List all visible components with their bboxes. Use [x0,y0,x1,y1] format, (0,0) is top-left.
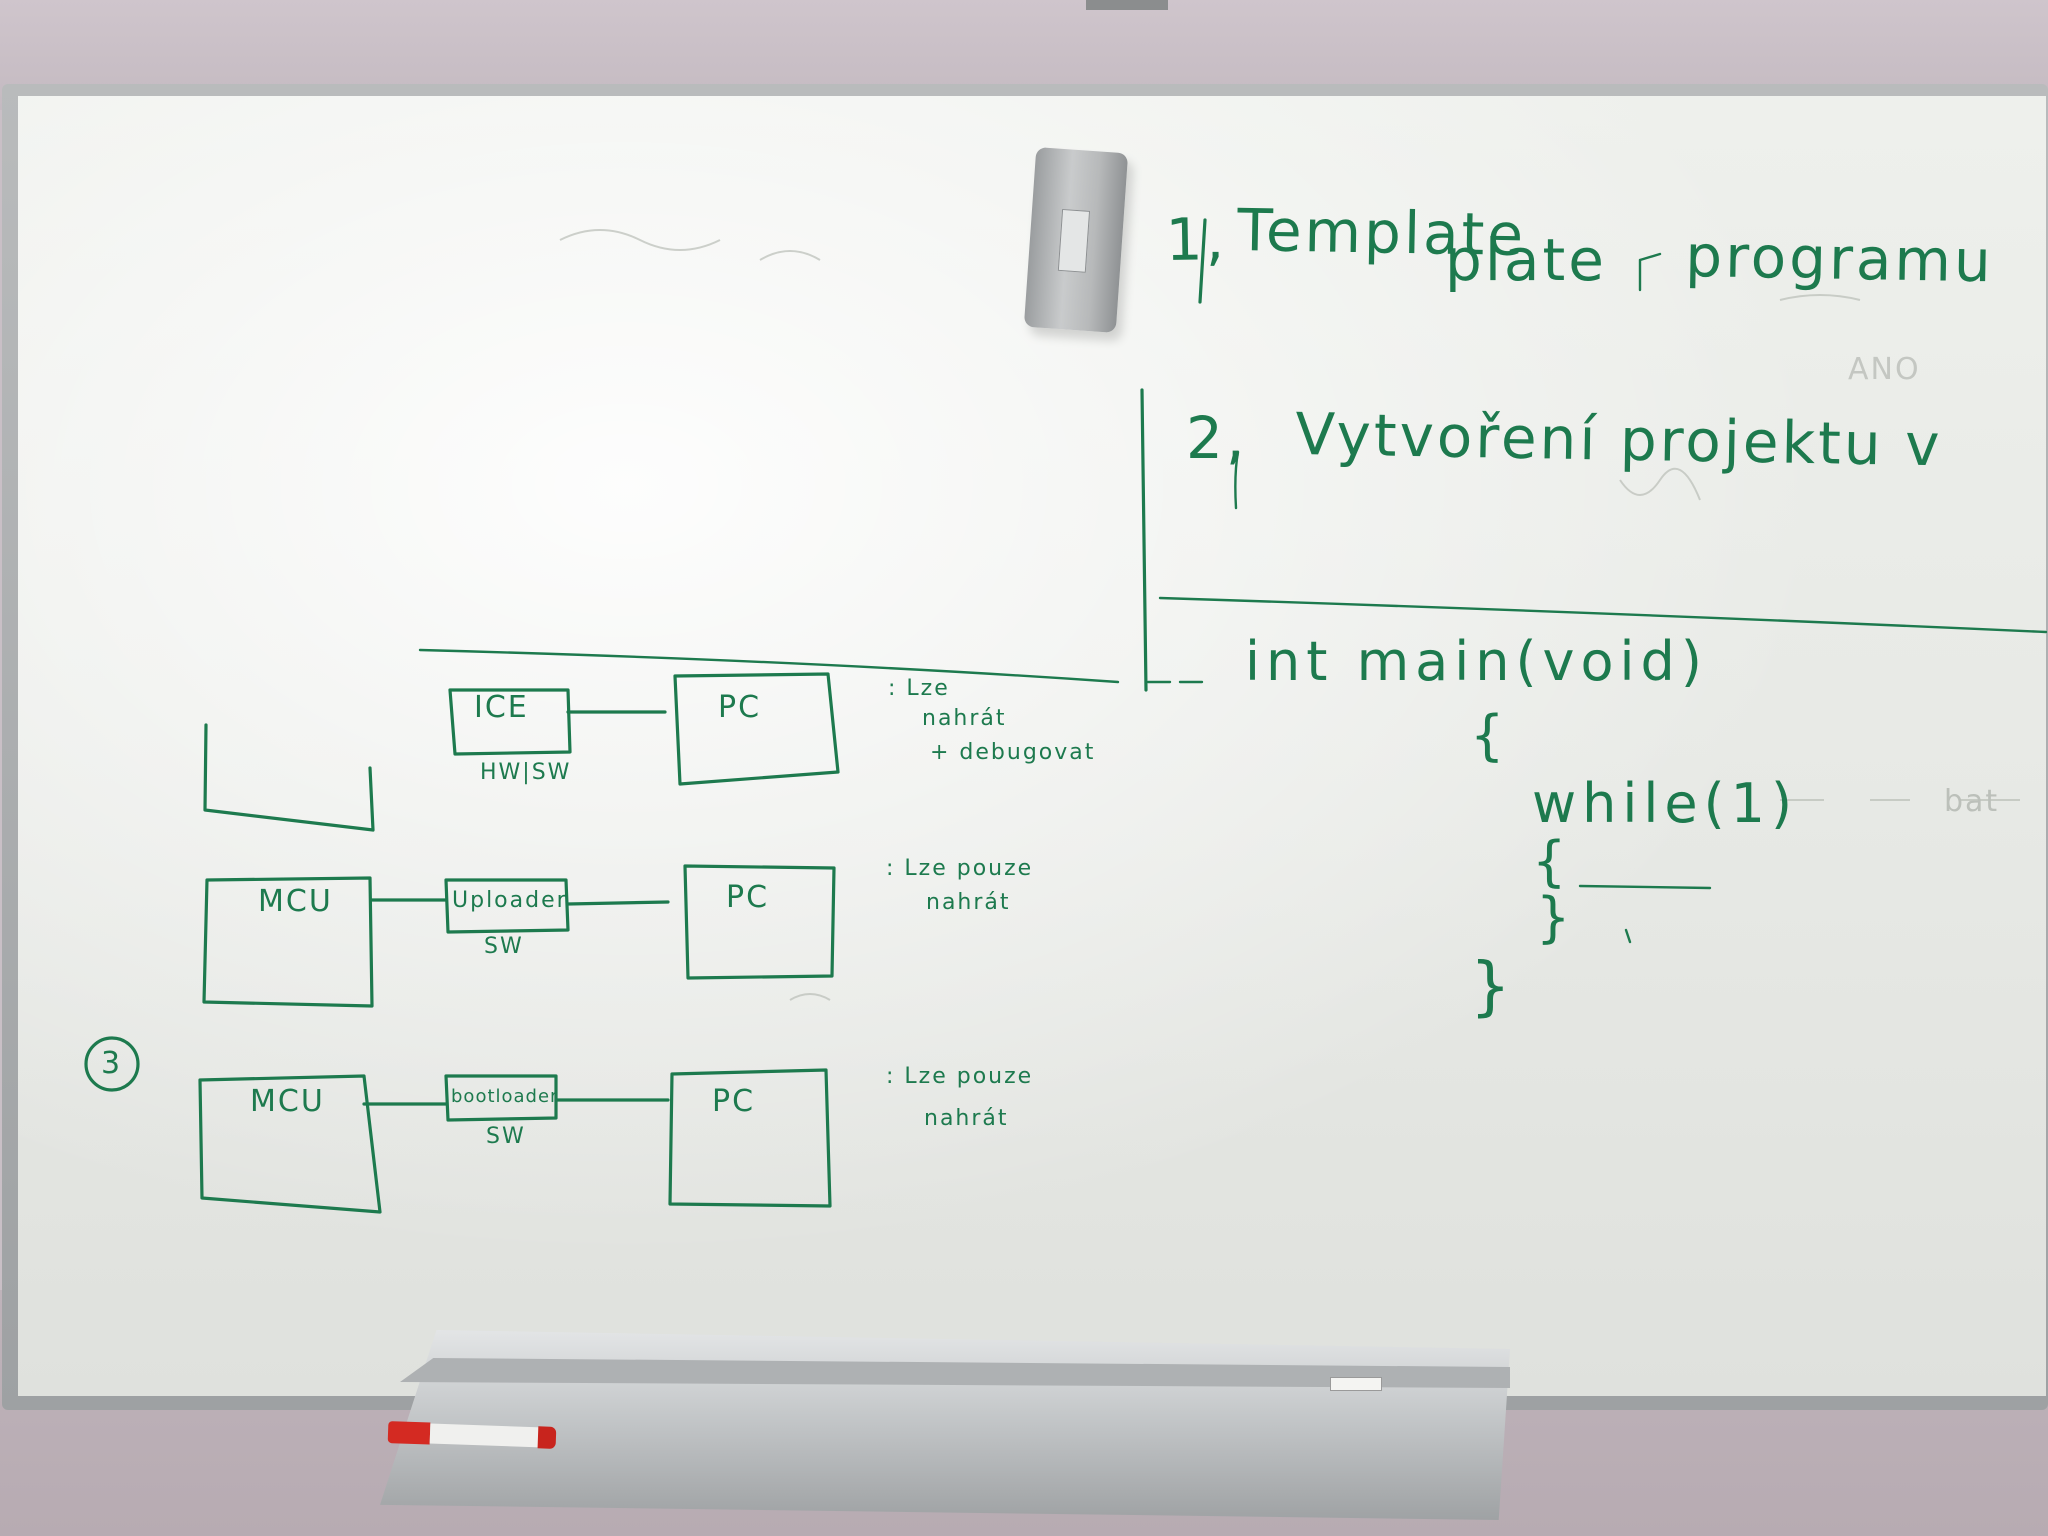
eraser-label [1057,208,1091,273]
marker-tray [380,1330,1510,1520]
row2-note-line2: nahrát [926,890,1011,915]
code-blank-line [1578,884,1712,890]
row3-bootloader-box [444,1074,558,1122]
row1-note-line3: + debugovat [930,740,1096,765]
heading-2-text: Vytvoření projektu v [1294,400,1943,480]
row3-mcu-label: MCU [250,1084,325,1119]
marker-body [429,1423,541,1448]
row1-mcu-box-partial [203,723,375,832]
row3-pc-box [668,1068,832,1208]
row3-bootloader-caption: SW [486,1124,526,1149]
marker-end [537,1426,557,1449]
heading-2-tick [1234,450,1240,510]
row1-pc-box [673,672,840,786]
code-open-brace: { [1470,704,1511,767]
row2-link-right [566,900,670,906]
heading-1-word-c: programu [1684,222,1995,296]
row3-marker: 3 [101,1046,123,1081]
whiteboard-eraser[interactable] [1023,147,1129,333]
row1-ice-caption: HW|SW [480,760,572,785]
row2-mcu-label: MCU [258,884,333,919]
row2-pc-label: PC [726,880,770,915]
ghost-marks [559,229,2020,1001]
heading-2-number: 2, [1186,404,1248,472]
code-inner-close: } [1536,886,1577,949]
row1-ice-box [448,688,572,756]
code-mark [1624,928,1632,944]
code-while: while(1) [1532,772,1799,835]
row1-ice-label: ICE [474,690,529,725]
row1-note-line1: : Lze [888,676,950,701]
ghost-ano: ANO [1848,352,1921,387]
row3-bootloader-label: bootloader [451,1086,559,1107]
row2-note-line1: : Lze pouze [886,856,1034,881]
row3-pc-label: PC [712,1084,756,1119]
code-inner-open: { [1532,830,1573,893]
vertical-divider [1140,388,1148,692]
row2-uploader-caption: SW [484,934,524,959]
marker-cap [387,1421,431,1445]
heading-1-word-b: plate [1445,226,1607,294]
ghost-bat: bat [1944,784,2000,819]
row2-mcu-box [202,876,374,1008]
row1-note-line2: nahrát [922,706,1007,731]
row2-pc-box [683,864,836,980]
row2-uploader-label: Uploader [452,888,568,913]
row3-mcu-box [198,1074,382,1214]
horizontal-divider-right [1158,596,2048,634]
code-close-brace: } [1470,950,1517,1024]
row2-uploader-box [444,878,570,934]
heading-1-bar [1198,218,1207,304]
horizontal-divider-left [418,648,1120,684]
row3-note-line1: : Lze pouze [886,1064,1034,1089]
wall-clip [1086,0,1168,10]
heading-1-number: 1, [1165,204,1228,274]
row3-circle [84,1036,140,1092]
tray-sticker [1330,1377,1382,1391]
row3-note-line2: nahrát [924,1106,1009,1131]
row1-pc-label: PC [718,690,762,725]
heading-1-tick [1638,252,1662,292]
code-signature: int main(void) [1245,630,1708,693]
